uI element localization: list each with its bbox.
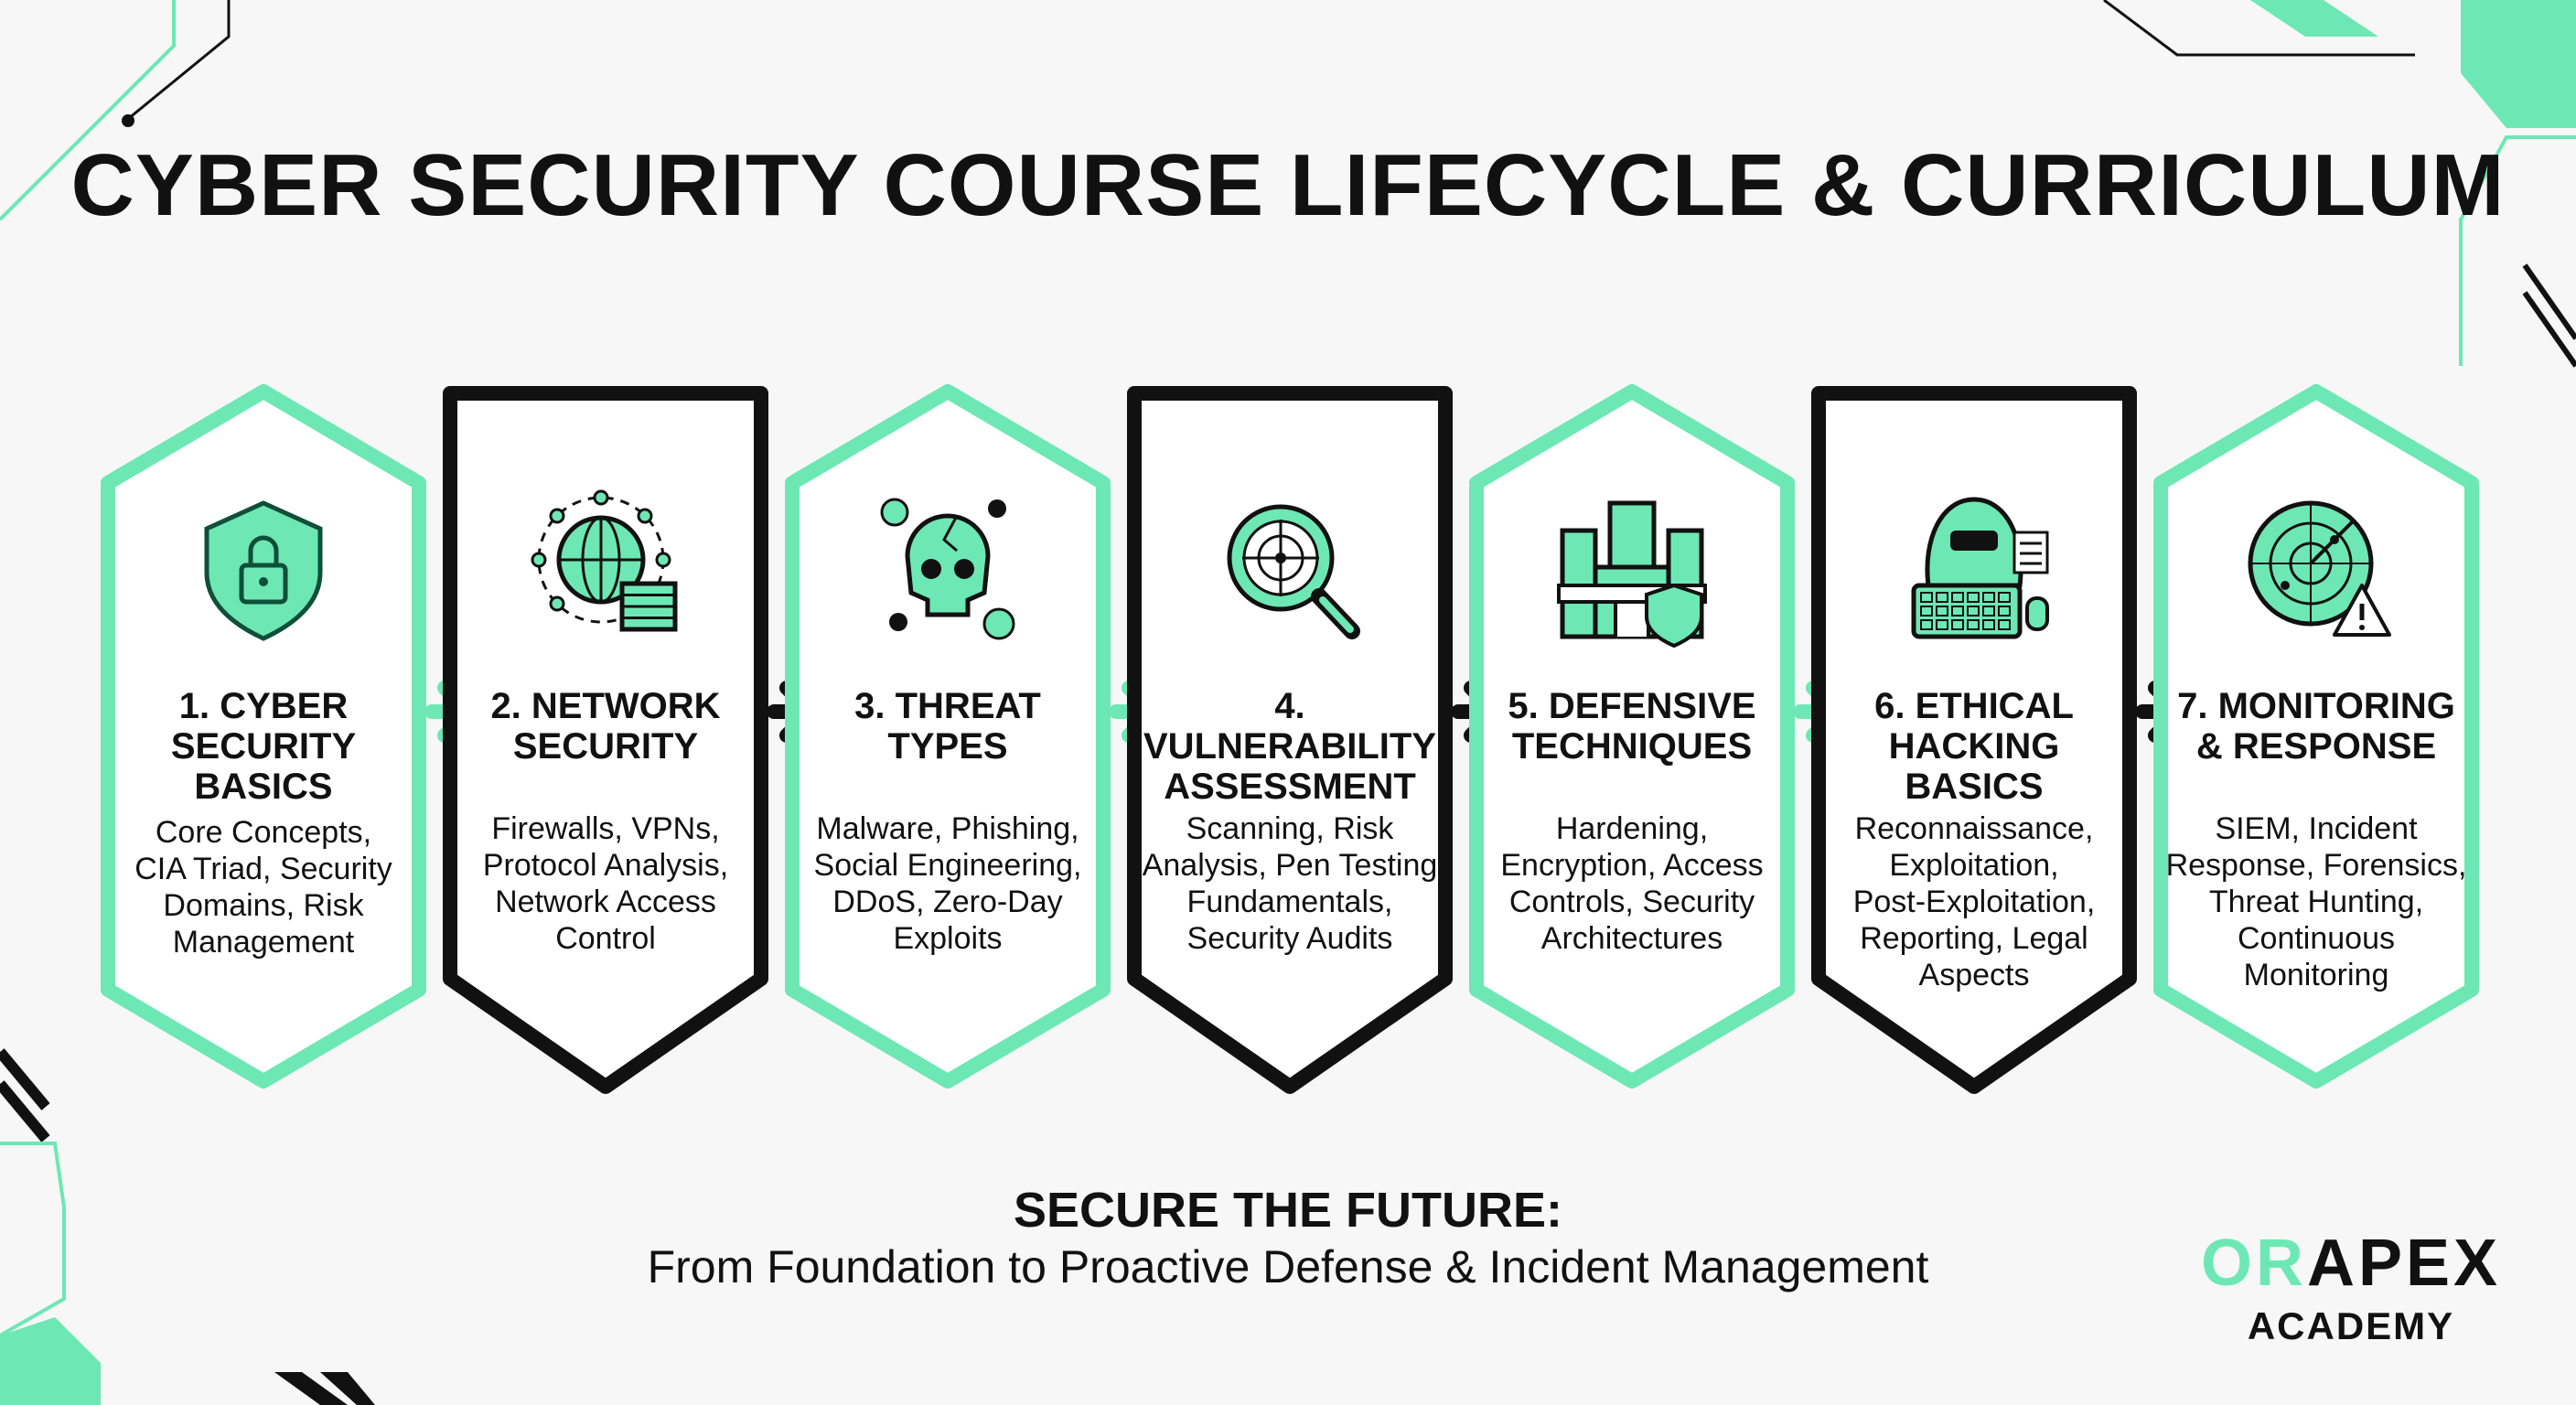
step-desc-line: Scanning, Risk [1186, 811, 1394, 846]
hacker-keyboard-icon [1911, 497, 2049, 639]
decor-stripe [2250, 0, 2378, 37]
decor-line [127, 0, 231, 121]
step-title-line: & RESPONSE [2195, 726, 2437, 767]
radar-alert-icon [2248, 500, 2391, 637]
decor-stripe [2522, 263, 2576, 340]
tagline-subline: From Foundation to Proactive Defense & I… [647, 1241, 1929, 1292]
tagline-headline: SECURE THE FUTURE: [1013, 1183, 1562, 1238]
step-desc-line: Monitoring [2243, 958, 2389, 992]
step-title-line: SECURITY [170, 726, 357, 767]
decor-hexagon [2461, 0, 2576, 128]
step-7-title: 7. MONITORING& RESPONSE [2165, 686, 2467, 767]
step-desc-line: SIEM, Incident [2215, 811, 2418, 846]
step-desc-line: Threat Hunting, [2208, 885, 2424, 919]
step-6-description: Reconnaissance,Exploitation,Post-Exploit… [1819, 810, 2130, 993]
decor-stripe [0, 1080, 50, 1142]
decor-line [2103, 0, 2415, 57]
globe-firewall-icon [531, 489, 678, 632]
step-desc-line: Domains, Risk [163, 888, 364, 923]
step-title-line: TYPES [887, 726, 1008, 767]
brand-logo: ORAPEX ACADEMY [2177, 1226, 2525, 1348]
step-desc-line: Analysis, Pen Testing [1142, 848, 1438, 883]
step-desc-line: DDoS, Zero-Day [832, 885, 1063, 919]
step-desc-line: Core Concepts, [155, 815, 372, 850]
page-title: CYBER SECURITY COURSE LIFECYCLE & CURRIC… [70, 136, 2506, 234]
step-title-line: HACKING BASICS [1888, 726, 2060, 807]
step-desc-line: Encryption, Access [1500, 848, 1764, 883]
step-2-shape [443, 386, 768, 1094]
step-desc-line: Security Audits [1186, 921, 1393, 956]
step-desc-line: Reconnaissance, [1854, 811, 2094, 846]
step-3-shape [785, 384, 1111, 1089]
decor-hexagon [0, 1317, 101, 1405]
step-title-line: SECURITY [512, 726, 699, 767]
step-title-line: TECHNIQUES [1511, 726, 1753, 767]
step-desc-line: Malware, Phishing, [816, 811, 1079, 846]
step-title-line: 1. CYBER [178, 686, 349, 726]
step-6-shape [1811, 386, 2137, 1094]
step-5-shape [1469, 384, 1795, 1089]
step-1-shape [101, 384, 426, 1089]
step-title-line: BASICS [194, 767, 333, 807]
brand-name: ORAPEX [2177, 1226, 2525, 1301]
step-desc-line: Aspects [1918, 958, 2030, 992]
decor-line [0, 1142, 66, 1337]
shield-lock-icon [204, 500, 323, 641]
step-desc-line: Exploits [893, 921, 1003, 956]
decor-line [0, 0, 176, 221]
step-desc-line: Fundamentals, [1186, 885, 1393, 919]
step-title-line: 3. THREAT [854, 686, 1041, 726]
step-title-line: 5. DEFENSIVE [1508, 686, 1756, 726]
decor-line [2459, 135, 2576, 366]
step-desc-line: Control [555, 921, 656, 956]
step-desc-line: Continuous [2237, 921, 2395, 956]
castle-shield-icon [1557, 500, 1707, 649]
step-desc-line: Exploitation, [1889, 848, 2059, 883]
step-desc-line: Protocol Analysis, [482, 848, 729, 883]
decor-dot [122, 114, 134, 127]
step-desc-line: Reporting, Legal [1860, 921, 2088, 956]
step-desc-line: Social Engineering, [813, 848, 1082, 883]
step-3-description: Malware, Phishing,Social Engineering,DDo… [792, 810, 1103, 957]
step-4-shape [1127, 386, 1453, 1094]
step-title-line: ASSESSMENT [1164, 767, 1416, 807]
step-desc-line: Management [172, 925, 355, 960]
step-desc-line: Controls, Security [1508, 885, 1755, 919]
brand-subtitle: ACADEMY [2247, 1304, 2455, 1347]
step-desc-line: Hardening, [1555, 811, 1709, 846]
decor-stripe [2522, 291, 2576, 368]
decor-stripe [320, 1372, 375, 1405]
decor-stripe [0, 1048, 50, 1110]
decor-stripe [274, 1372, 348, 1405]
step-desc-line: Architectures [1540, 921, 1723, 956]
brand-name-text: ORAPEX [2200, 1227, 2502, 1300]
step-desc-line: Network Access [495, 885, 716, 919]
step-title-line: 2. NETWORK [490, 686, 721, 726]
step-desc-line: Firewalls, VPNs, [491, 811, 720, 846]
step-title-line: 7. MONITORING [2177, 686, 2455, 726]
step-2-description: Firewalls, VPNs,Protocol Analysis,Networ… [450, 810, 761, 957]
step-desc-line: CIA Triad, Security [134, 852, 392, 886]
skull-bugs-icon [880, 498, 1015, 640]
step-7-shape [2153, 384, 2479, 1089]
step-desc-line: Response, Forensics, [2165, 848, 2467, 883]
step-title-line: 6. ETHICAL [1874, 686, 2074, 726]
magnifier-target-icon [1227, 504, 1360, 639]
step-title-line: 4. VULNERABILITY [1143, 686, 1436, 767]
step-desc-line: Post-Exploitation, [1852, 885, 2096, 919]
